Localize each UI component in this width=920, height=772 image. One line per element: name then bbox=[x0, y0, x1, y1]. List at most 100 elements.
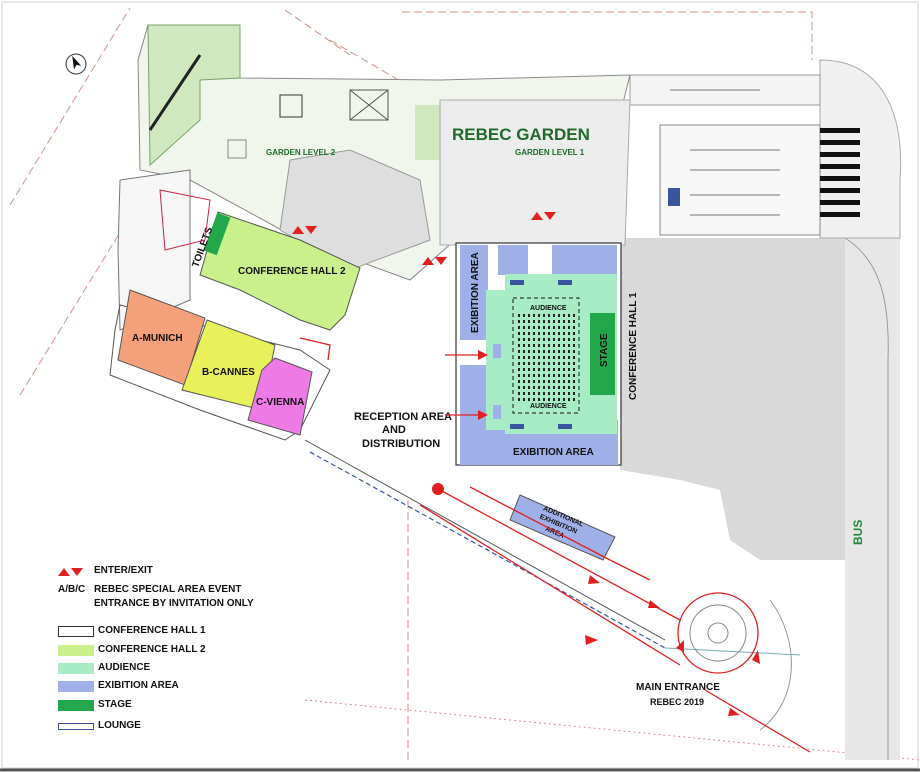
seat bbox=[553, 314, 555, 317]
seat bbox=[573, 368, 575, 371]
seat bbox=[523, 356, 525, 359]
seat bbox=[573, 326, 575, 329]
seat bbox=[573, 398, 575, 401]
seat bbox=[558, 392, 560, 395]
seat bbox=[568, 362, 570, 365]
enter-exit-markers bbox=[292, 212, 556, 265]
seat bbox=[548, 338, 550, 341]
seat bbox=[573, 344, 575, 347]
seat bbox=[548, 386, 550, 389]
seat bbox=[523, 398, 525, 401]
seat bbox=[573, 392, 575, 395]
seat bbox=[568, 338, 570, 341]
seat bbox=[528, 368, 530, 371]
exhibition-area-top-label: EXIBITION AREA bbox=[470, 252, 481, 333]
legend-item-label: EXIBITION AREA bbox=[98, 680, 179, 691]
seat bbox=[563, 356, 565, 359]
seat bbox=[523, 326, 525, 329]
seat bbox=[568, 374, 570, 377]
seat bbox=[538, 374, 540, 377]
seat bbox=[523, 362, 525, 365]
seat bbox=[553, 398, 555, 401]
seat bbox=[533, 326, 535, 329]
seat bbox=[523, 320, 525, 323]
seat bbox=[533, 338, 535, 341]
legend-item-label: CONFERENCE HALL 2 bbox=[98, 644, 206, 655]
seat bbox=[548, 380, 550, 383]
legend-special-line1: REBEC SPECIAL AREA EVENT bbox=[94, 584, 242, 595]
reception-label-1: RECEPTION AREA bbox=[354, 411, 452, 423]
seat bbox=[518, 398, 520, 401]
seat bbox=[548, 344, 550, 347]
additional-exhibition-area bbox=[509, 494, 616, 561]
seat bbox=[528, 374, 530, 377]
conference-hall-1 bbox=[455, 242, 622, 466]
seat bbox=[538, 356, 540, 359]
seat bbox=[548, 326, 550, 329]
room-c-vienna-label: C-VIENNA bbox=[256, 397, 304, 408]
seat bbox=[518, 350, 520, 353]
room-b-cannes-label: B-CANNES bbox=[202, 367, 255, 378]
seat bbox=[528, 326, 530, 329]
seat bbox=[558, 386, 560, 389]
seat bbox=[528, 332, 530, 335]
seat bbox=[563, 338, 565, 341]
seat bbox=[543, 362, 545, 365]
seat bbox=[538, 380, 540, 383]
seat bbox=[523, 368, 525, 371]
seat bbox=[543, 314, 545, 317]
seat bbox=[548, 398, 550, 401]
seat bbox=[528, 380, 530, 383]
seat bbox=[538, 350, 540, 353]
seat bbox=[563, 398, 565, 401]
seat bbox=[528, 350, 530, 353]
seat bbox=[568, 392, 570, 395]
seat bbox=[553, 356, 555, 359]
seat bbox=[528, 344, 530, 347]
seat bbox=[558, 332, 560, 335]
seat bbox=[523, 344, 525, 347]
seat bbox=[518, 326, 520, 329]
seat bbox=[558, 320, 560, 323]
seat bbox=[573, 350, 575, 353]
seat bbox=[563, 326, 565, 329]
seat bbox=[523, 392, 525, 395]
seat bbox=[523, 338, 525, 341]
conference-hall-2 bbox=[199, 211, 361, 331]
seat bbox=[563, 350, 565, 353]
legend-item-label: AUDIENCE bbox=[98, 662, 151, 673]
seat bbox=[533, 350, 535, 353]
seat bbox=[533, 380, 535, 383]
seat bbox=[558, 326, 560, 329]
seat bbox=[528, 362, 530, 365]
seat bbox=[538, 314, 540, 317]
legend-enter-exit-label: ENTER/EXIT bbox=[94, 565, 153, 576]
seat bbox=[518, 356, 520, 359]
seat bbox=[563, 362, 565, 365]
seat bbox=[558, 374, 560, 377]
conference-hall-1-label: CONFERENCE HALL 1 bbox=[628, 292, 639, 400]
audience-top-label: AUDIENCE bbox=[530, 305, 567, 312]
walkway bbox=[304, 439, 801, 656]
seat bbox=[543, 368, 545, 371]
seat bbox=[563, 380, 565, 383]
reception-label-2: AND bbox=[382, 424, 406, 436]
seat bbox=[553, 338, 555, 341]
seat bbox=[518, 368, 520, 371]
seat bbox=[543, 392, 545, 395]
seat bbox=[533, 344, 535, 347]
seat bbox=[553, 326, 555, 329]
seat bbox=[558, 398, 560, 401]
seat bbox=[543, 356, 545, 359]
seat bbox=[553, 368, 555, 371]
seat bbox=[518, 344, 520, 347]
seat bbox=[568, 368, 570, 371]
seat bbox=[558, 338, 560, 341]
seat bbox=[548, 362, 550, 365]
seat bbox=[548, 356, 550, 359]
seat bbox=[533, 320, 535, 323]
seat bbox=[553, 392, 555, 395]
seat bbox=[558, 362, 560, 365]
legend-item-label: CONFERENCE HALL 1 bbox=[98, 625, 206, 636]
